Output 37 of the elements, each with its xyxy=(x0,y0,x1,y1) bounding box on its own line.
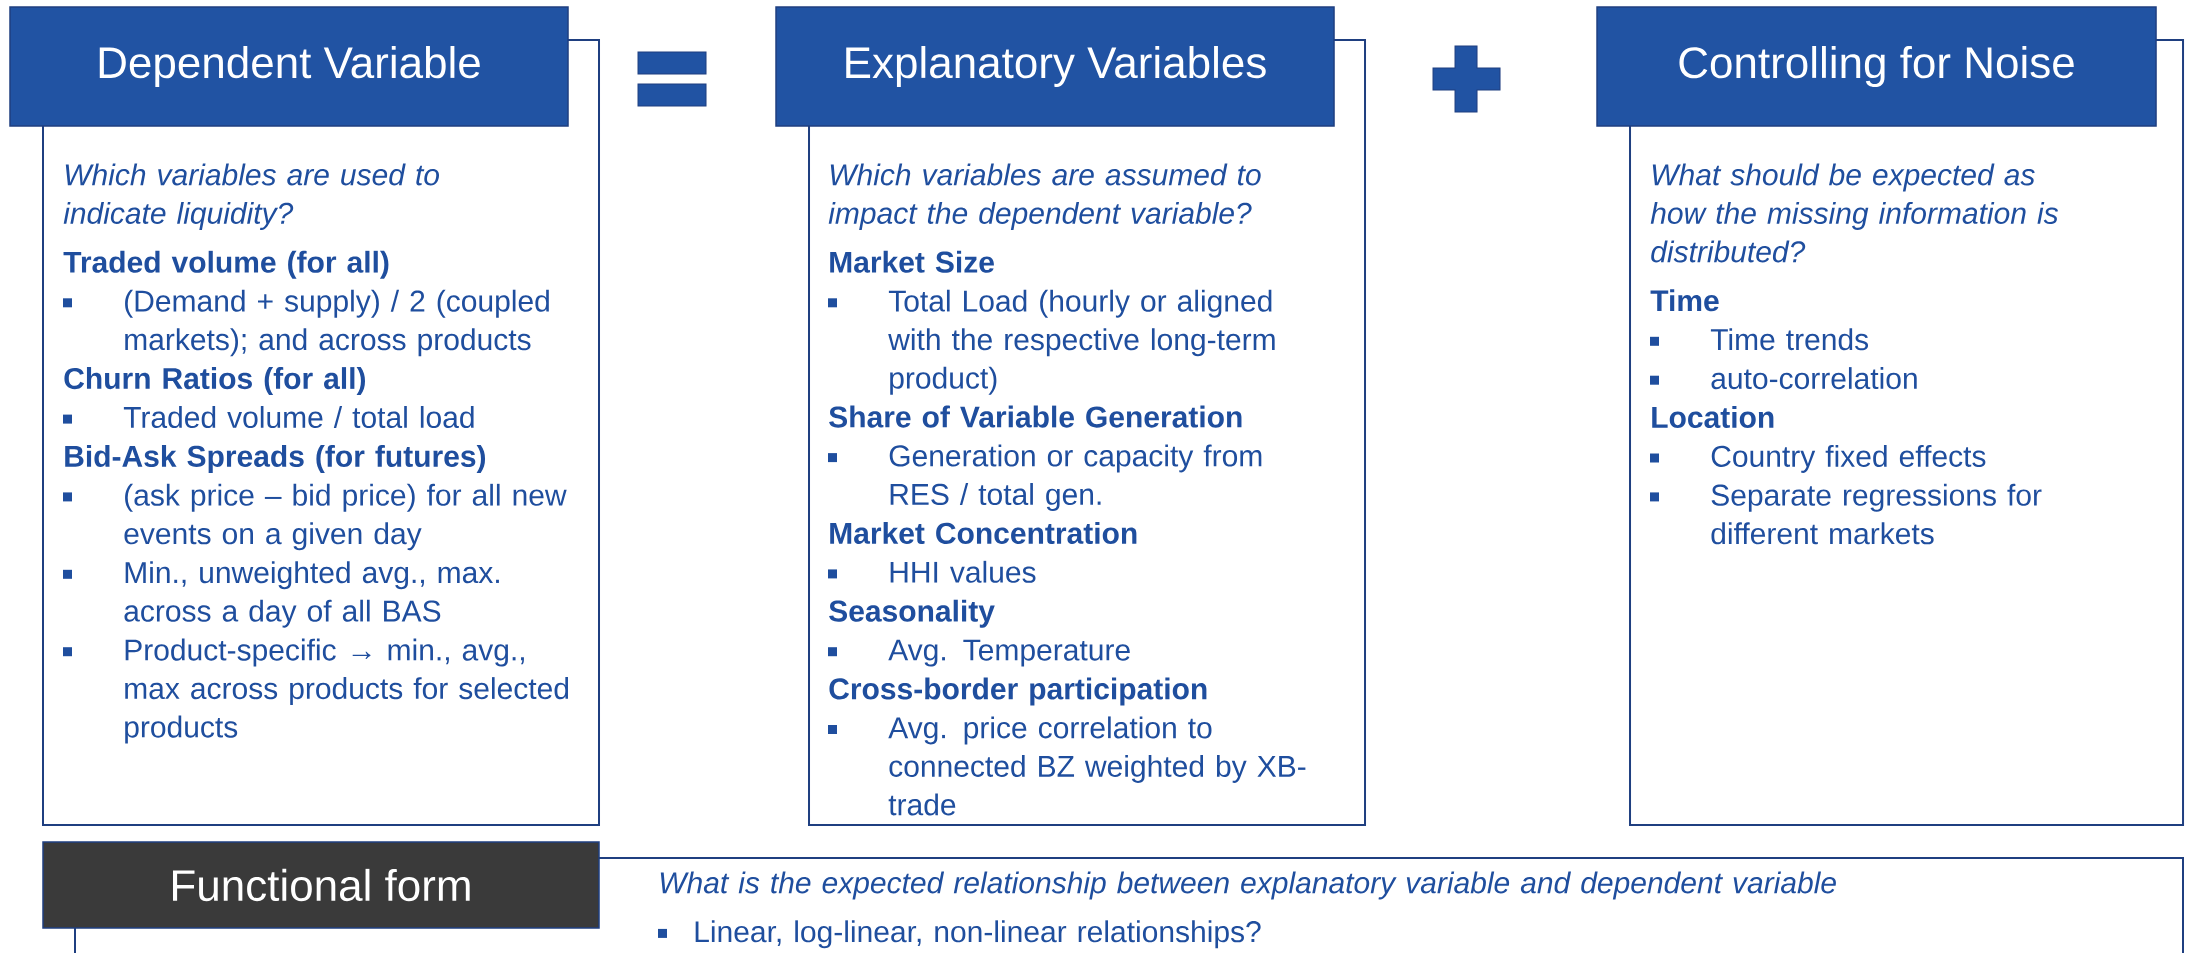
bullet-item: (ask price – bid price) for all new events on a given day xyxy=(63,483,567,551)
question-text: Which variables are used to indicate liquidity? xyxy=(63,163,439,230)
section-heading: Traded volume (for all) xyxy=(63,250,389,279)
panel-heading: Functional form xyxy=(42,841,600,929)
section-heading: Time xyxy=(1650,289,1719,312)
panel xyxy=(9,6,600,826)
section-heading: Seasonality xyxy=(829,599,995,628)
section-heading: Market Concentration xyxy=(830,521,1137,544)
panel-heading: Dependent Variable xyxy=(9,6,569,127)
section-heading: Location xyxy=(1652,406,1774,429)
panel xyxy=(775,6,1366,826)
bullet-item: (Demand + supply) / 2 (coupled markets); and across products xyxy=(63,289,549,357)
bullet-item: HHI values xyxy=(828,560,1036,583)
bullet-item: Avg. Temperature xyxy=(828,639,1130,667)
section-heading: Churn Ratios (for all) xyxy=(64,367,365,396)
section-heading: Market Size xyxy=(830,250,994,273)
bullet-item: auto-correlation xyxy=(1650,367,1917,390)
panel-heading: Explanatory Variables xyxy=(775,6,1335,127)
bullet-item: Separate regressions for different markets xyxy=(1650,483,2042,545)
bullet-item: Traded volume / total load xyxy=(63,406,474,429)
panel xyxy=(1596,6,2185,826)
question-text: What is the expected relationship between explanatory variable and dependent variable xyxy=(660,871,1836,900)
question-text: Which variables are assumed to impact the dependent variable? xyxy=(828,163,1261,230)
bullet-item: Linear, log-linear, non-linear relationships? xyxy=(658,920,1261,949)
bullet-item: Min., unweighted avg., max. across a day of all BAS xyxy=(63,561,499,628)
question-text: What should be expected as how the missing information is distributed? xyxy=(1650,163,2058,263)
panel xyxy=(42,841,2185,953)
section-heading: Bid-Ask Spreads (for futures) xyxy=(65,444,486,473)
bullet-item: Time trends xyxy=(1650,328,1869,351)
bullet-item: Avg. price correlation to connected BZ weighted by XB-trade xyxy=(828,716,1306,816)
bullet-item: Product-specific → min., avg., max across products for selected products xyxy=(63,638,569,744)
section-heading: Cross-border participation xyxy=(829,677,1207,706)
bullet-item: Country fixed effects xyxy=(1650,444,1986,473)
panel-heading: Controlling for Noise xyxy=(1596,6,2157,127)
bullet-item: Total Load (hourly or aligned with the respective long-term product) xyxy=(828,289,1275,395)
section-heading: Share of Variable Generation xyxy=(829,405,1242,428)
bullet-item: Generation or capacity from RES / total gen. xyxy=(828,444,1262,511)
